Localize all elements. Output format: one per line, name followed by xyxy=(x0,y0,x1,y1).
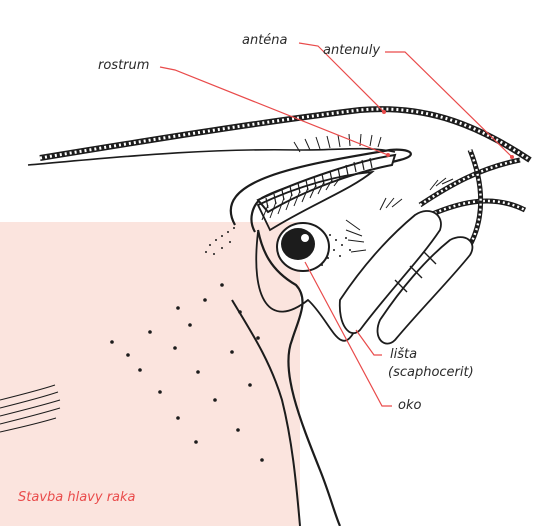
eye-pupil xyxy=(281,228,315,260)
label-antena: anténa xyxy=(242,33,288,49)
label-scaphocerit: (scaphocerit) xyxy=(388,365,474,381)
label-rostrum: rostrum xyxy=(98,58,149,74)
figure-caption: Stavba hlavy raka xyxy=(18,490,136,505)
label-antenuly: antenuly xyxy=(323,43,380,59)
label-oko: oko xyxy=(398,398,421,414)
label-lista: lišta xyxy=(390,347,417,363)
eye-highlight xyxy=(301,234,309,242)
